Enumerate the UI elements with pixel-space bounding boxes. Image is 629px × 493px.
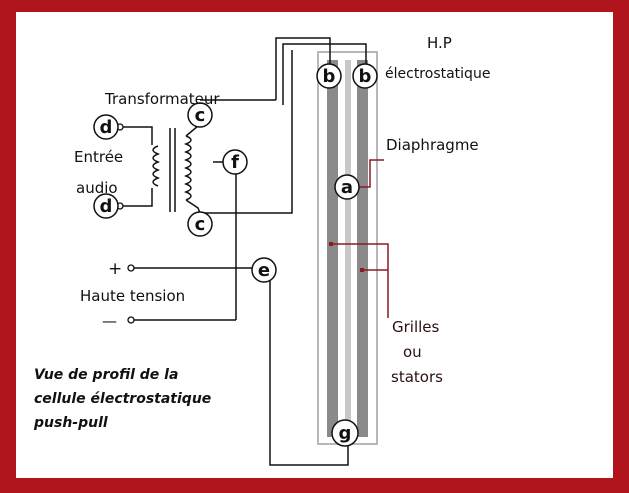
badge-d-bottom: d: [93, 193, 119, 219]
stator-left: [327, 60, 338, 437]
caption-line-1: Vue de profil de la: [34, 367, 178, 383]
svg-text:b: b: [323, 66, 336, 87]
secondary-bottom-lead: [185, 199, 201, 214]
label-ou: ou: [403, 343, 422, 361]
svg-text:c: c: [195, 105, 206, 126]
svg-text:b: b: [359, 66, 372, 87]
label-hp: H.P: [427, 34, 452, 52]
badges: b b c c d d f e: [93, 63, 378, 447]
stator-right: [357, 60, 368, 437]
grille-dot-right: [360, 268, 364, 272]
label-stators: stators: [391, 368, 443, 386]
label-electrostatique: électrostatique: [385, 66, 490, 82]
label-minus: —: [102, 312, 117, 330]
badge-b-left: b: [316, 63, 342, 89]
badge-g: g: [331, 419, 359, 447]
leader-lines: [332, 159, 389, 318]
terminal-minus: [127, 316, 135, 324]
svg-text:d: d: [100, 117, 113, 138]
leader-diaphragme: [358, 159, 384, 188]
svg-text:c: c: [195, 214, 206, 235]
badge-e: e: [251, 257, 277, 283]
badge-a: a: [334, 174, 360, 200]
svg-text:e: e: [258, 260, 270, 281]
label-entree: Entrée: [74, 148, 123, 166]
badge-c-top: c: [187, 102, 213, 128]
wire-b-left: [275, 37, 331, 100]
caption-line-3: push-pull: [33, 415, 108, 431]
wire-e-g: [269, 280, 349, 466]
label-transformateur: Transformateur: [104, 90, 220, 108]
badge-f: f: [222, 149, 248, 175]
diagram-panel: [16, 12, 613, 478]
terminal-plus: [127, 264, 135, 272]
svg-text:a: a: [341, 177, 353, 198]
wire-b-right: [282, 43, 367, 105]
label-haute-tension: Haute tension: [80, 287, 185, 305]
svg-text:f: f: [231, 152, 239, 173]
wire-c-bottom: [200, 50, 293, 214]
label-diaphragme: Diaphragme: [386, 136, 479, 154]
label-grilles: Grilles: [392, 318, 440, 336]
secondary-coil: [183, 135, 192, 201]
wiring: [121, 37, 367, 466]
wire-f: [213, 161, 237, 320]
label-audio: audio: [76, 179, 118, 197]
wire-d-bottom: [121, 188, 153, 207]
svg-text:d: d: [100, 196, 113, 217]
caption-line-2: cellule électrostatique: [34, 391, 211, 407]
wire-d-top: [121, 126, 153, 145]
diaphragm: [345, 60, 351, 437]
label-plus: +: [108, 259, 122, 279]
badge-c-bottom: c: [187, 211, 213, 237]
svg-text:g: g: [339, 423, 352, 444]
grille-dot-left: [329, 242, 333, 246]
badge-d-top: d: [93, 114, 119, 140]
leader-grille-left: [332, 243, 389, 318]
badge-b-right: b: [352, 63, 378, 89]
primary-coil: [152, 145, 161, 187]
